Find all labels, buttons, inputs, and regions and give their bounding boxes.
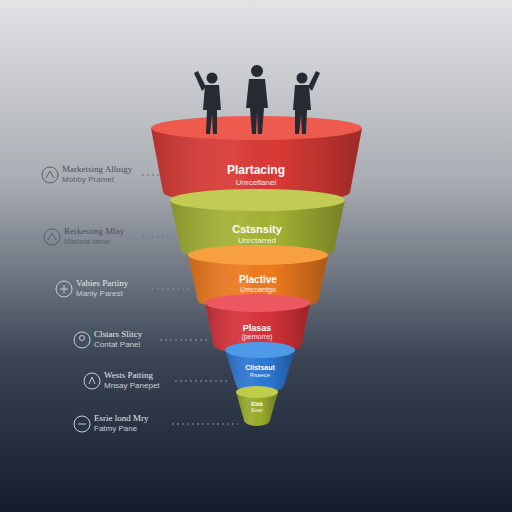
- person-arm: [308, 71, 320, 91]
- icons: [42, 167, 100, 432]
- funnel-band: EttitEeaz: [236, 386, 278, 426]
- band-top: [225, 342, 295, 358]
- leader-line: [172, 424, 238, 425]
- leader-line: [152, 289, 190, 290]
- leader-line: [160, 340, 207, 341]
- stage-sublabel: Contat Panel: [94, 341, 140, 350]
- stage-label: Rerkesting Mlay: [64, 227, 124, 237]
- band-subtitle: (pemorre): [205, 333, 310, 341]
- band-title: Cstsnsity: [170, 223, 345, 236]
- funnel-band: ClistsautRsaece: [225, 342, 295, 393]
- band-subtitle: Rsaece: [225, 372, 295, 379]
- band-title: Ettit: [236, 401, 278, 408]
- band-text-group: EttitEeaz: [236, 401, 278, 414]
- person-arm: [194, 71, 206, 91]
- band-top: [205, 294, 310, 312]
- band-subtitle: Unrcefianel: [151, 178, 362, 187]
- icon-circle: [84, 373, 100, 389]
- icon-glyph: [78, 424, 86, 425]
- stage-label: Clstars Slitcy: [94, 330, 142, 340]
- icon-glyph: [48, 233, 56, 240]
- band-top: [170, 189, 345, 211]
- icon-glyph: [89, 377, 95, 384]
- icon-circle: [42, 167, 58, 183]
- band-subtitle: Unrctarred: [170, 236, 345, 245]
- stage-sublabel: Manly Parest: [76, 290, 123, 299]
- icon-circle: [56, 281, 72, 297]
- person-head: [297, 73, 308, 84]
- stage-sublabel: Mnsay Panepet: [104, 382, 160, 391]
- icon-circle: [74, 332, 90, 348]
- person-body: [246, 79, 268, 134]
- stage-label: Wests Patting: [104, 371, 153, 381]
- stage-sublabel: Mobby Pramet: [62, 176, 114, 185]
- band-top: [236, 386, 278, 398]
- band-text-group: ClistsautRsaece: [225, 364, 295, 379]
- band-text-group: PlartacingUnrcefianel: [151, 164, 362, 187]
- icon-glyph: [46, 171, 54, 178]
- person-body: [203, 85, 221, 134]
- icon-glyph: [60, 285, 68, 293]
- icon-circle: [74, 416, 90, 432]
- band-top: [151, 116, 362, 140]
- band-text-group: Plasas(pemorre): [205, 323, 310, 341]
- icon-glyph: [80, 336, 85, 341]
- person-body: [293, 85, 311, 134]
- band-subtitle: Eeaz: [236, 408, 278, 414]
- band-title: Plactive: [188, 274, 328, 286]
- stage-sublabel: Fatmy Pane: [94, 425, 137, 434]
- people-silhouettes: [194, 65, 320, 134]
- stage-label: Esrie lond Mry: [94, 414, 149, 424]
- band-subtitle: Umcoantgo: [188, 286, 328, 294]
- person-head: [251, 65, 263, 77]
- stage-label: Marketsing Alluigy: [62, 165, 132, 175]
- leader-line: [175, 381, 230, 382]
- leader-line: [142, 237, 172, 238]
- band-text-group: CstsnsityUnrctarred: [170, 223, 345, 245]
- leader-line: [142, 175, 160, 176]
- band-text-group: PlactiveUmcoantgo: [188, 274, 328, 294]
- stage-label: Vahies Partiny: [76, 279, 128, 289]
- stage-sublabel: Marlest tame: [64, 238, 110, 247]
- band-title: Clistsaut: [225, 364, 295, 372]
- icon-circle: [44, 229, 60, 245]
- person-head: [207, 73, 218, 84]
- band-title: Plartacing: [151, 164, 362, 178]
- band-top: [188, 245, 328, 265]
- band-title: Plasas: [205, 323, 310, 333]
